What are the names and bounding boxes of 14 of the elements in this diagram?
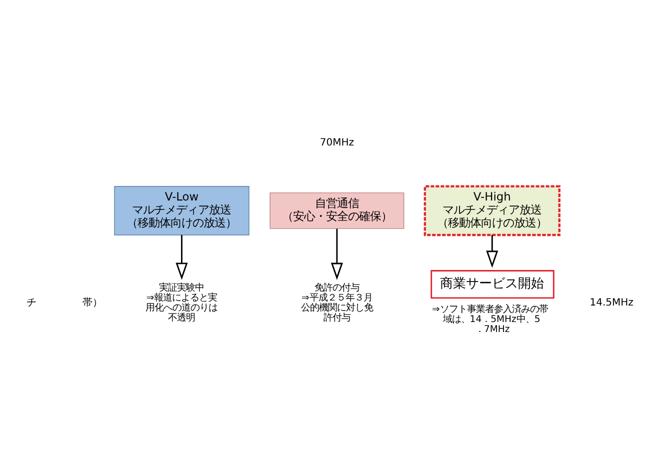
label: 帯） <box>82 298 102 309</box>
label: チ <box>26 298 37 309</box>
node-label: ⇒ソフト事業者参入済みの帯域は、14．5MHz中、5．7MHz <box>432 304 548 335</box>
node-text: 免許の付与 ⇒平成２５年３月公的機関に対し免許付与 <box>300 282 373 324</box>
node-box: 商業サービス開始 <box>430 270 554 299</box>
label: 14.5MHz <box>590 298 634 309</box>
label: 70MHz <box>320 137 354 148</box>
node-text: 実証実験中 ⇒報道によると実用化への道のりは不透明 <box>146 282 218 324</box>
node-box: V-Low マルチメディア放送 （移動体向けの放送） <box>114 186 250 236</box>
node-box: 自営通信 （安心・安全の確保） <box>270 192 404 229</box>
node-box: V-High マルチメディア放送 （移動体向けの放送） <box>424 185 560 236</box>
arrow <box>486 235 498 268</box>
arrow <box>330 228 343 280</box>
arrow <box>176 235 188 280</box>
